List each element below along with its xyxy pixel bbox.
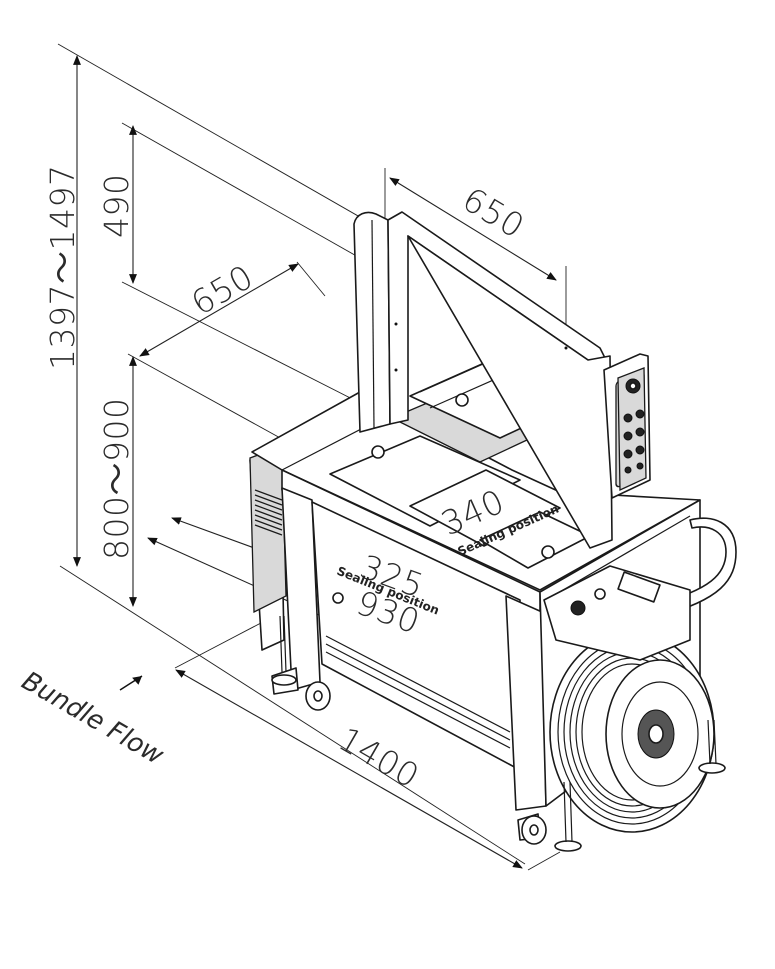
dim-table-depth-line <box>139 263 299 357</box>
strapping-machine <box>249 211 737 852</box>
casters <box>271 615 726 852</box>
table-depth-label: 650 <box>185 257 260 323</box>
table-height-label: 800～900 <box>97 398 136 560</box>
overall-length-label: 1400 <box>332 719 426 796</box>
arch-width-label: 650 <box>456 179 531 246</box>
arch-height-label: 490 <box>97 174 136 239</box>
control-buttons <box>623 409 645 474</box>
bundle-flow-label: Bundle Flow <box>17 666 170 771</box>
overall-height-label: 1397～1497 <box>43 165 82 370</box>
bundle-flow: Bundle Flow <box>17 666 170 771</box>
dim-arch-width-line <box>389 177 557 281</box>
strap-reel <box>549 631 715 833</box>
dim-overall-length-line <box>175 669 523 869</box>
vent-slots <box>254 489 283 536</box>
